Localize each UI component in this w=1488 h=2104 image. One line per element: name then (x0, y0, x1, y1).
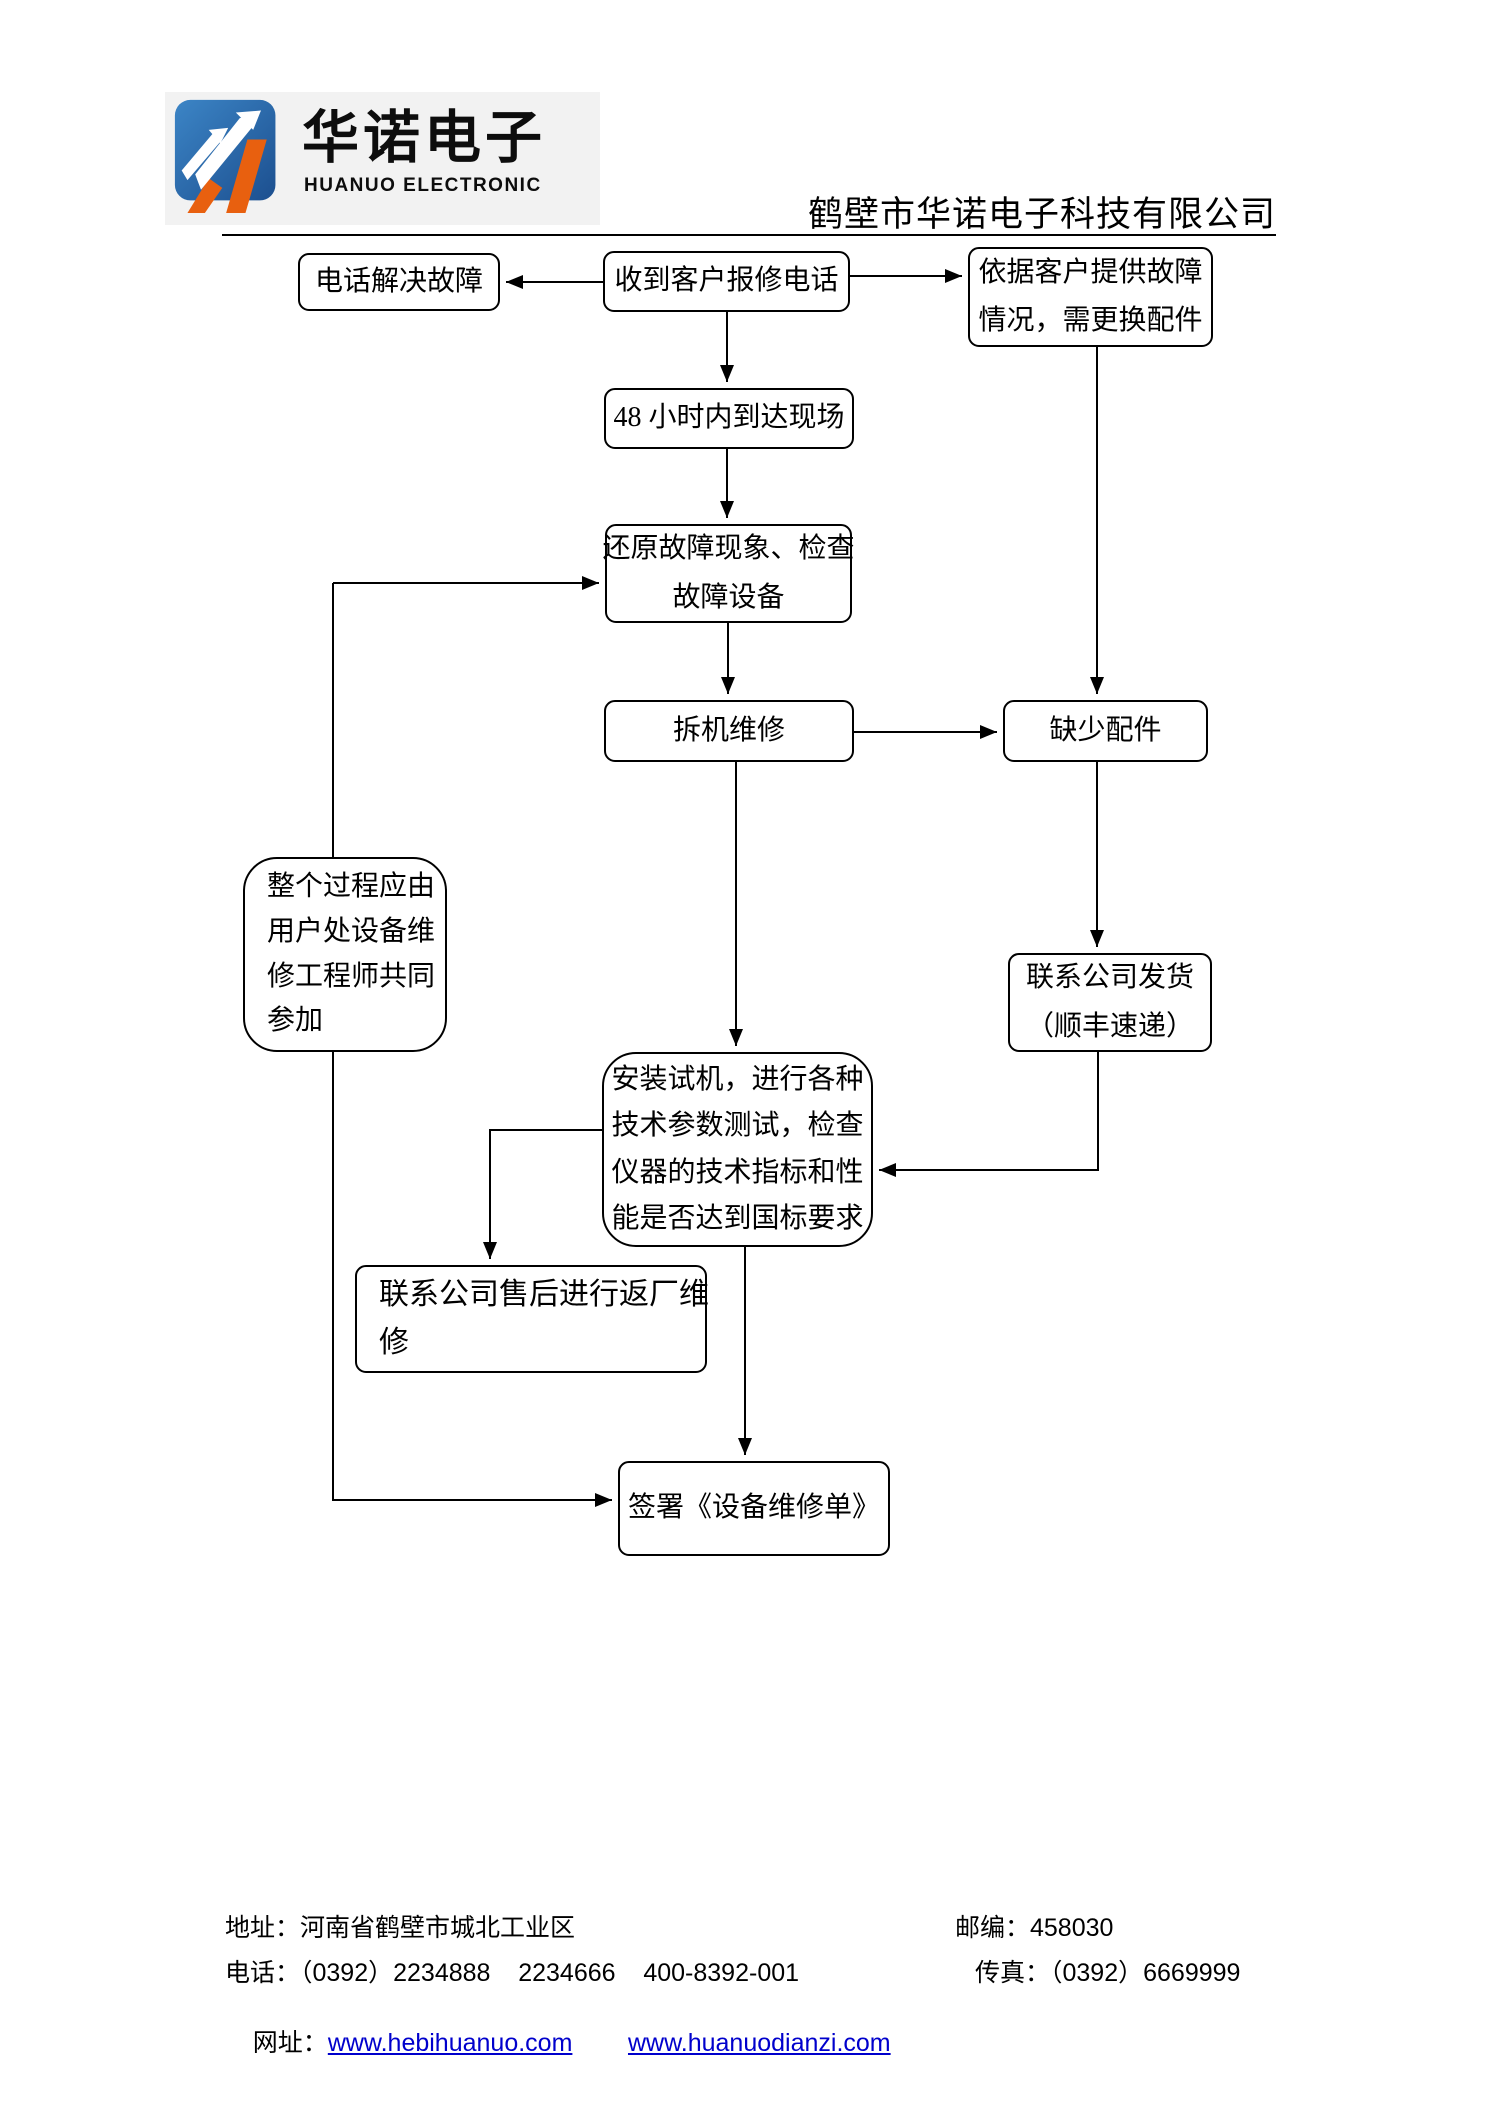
footer-phone: 电话：（0392）2234888 2234666 400-8392-001 (225, 1959, 800, 1987)
footer-address: 地址：河南省鹤壁市城北工业区 (225, 1914, 576, 1942)
company-title: 鹤壁市华诺电子科技有限公司 (807, 195, 1276, 234)
logo-brand-en: HUANUO ELECTRONIC (304, 175, 542, 196)
flow-node-install-test: 安装试机，进行各种 技术参数测试，检查 仪器的技术指标和性 能是否达到国标要求 (602, 1052, 873, 1247)
flow-node-whole-process-note: 整个过程应由 用户处设备维 修工程师共同 参加 (243, 857, 447, 1052)
arrow-ship-to-install (879, 1052, 1099, 1177)
flow-node-return-factory: 联系公司售后进行返厂维 修 (355, 1265, 709, 1373)
flow-node-missing-parts: 缺少配件 (1003, 700, 1208, 762)
flow-node-receive-call: 收到客户报修电话 (603, 251, 850, 312)
flow-node-sign-form: 签署《设备维修单》 (618, 1461, 890, 1556)
footer-postcode: 邮编：458030 (955, 1914, 1114, 1942)
flow-node-need-parts: 依据客户提供故障 情况，需更换配件 (968, 247, 1213, 347)
header-divider (222, 234, 1276, 236)
footer-website-label: 网址： (252, 2029, 328, 2057)
flow-node-arrive-48h: 48 小时内到达现场 (604, 388, 854, 449)
flow-node-phone-solve: 电话解决故障 (298, 253, 500, 311)
footer-website-gap (572, 2029, 628, 2057)
arrow-install-to-return-factory (483, 1129, 602, 1259)
huanuo-logo-icon (174, 99, 276, 213)
footer-fax: 传真：（0392）6669999 (975, 1959, 1241, 1987)
footer-website-row: 网址：www.hebihuanuo.com www.huanuodianzi.c… (225, 2006, 891, 2081)
flow-node-ship-parts: 联系公司发货 （顺丰速递） (1008, 953, 1212, 1052)
flow-node-disassemble-repair: 拆机维修 (604, 700, 854, 762)
footer-website-link-1[interactable]: www.hebihuanuo.com (327, 2029, 573, 2057)
flow-node-restore-check: 还原故障现象、检查 故障设备 (603, 524, 855, 623)
footer-website-link-2[interactable]: www.huanuodianzi.com (627, 2029, 891, 2057)
logo-brand-cn: 华诺电子 (302, 106, 546, 170)
